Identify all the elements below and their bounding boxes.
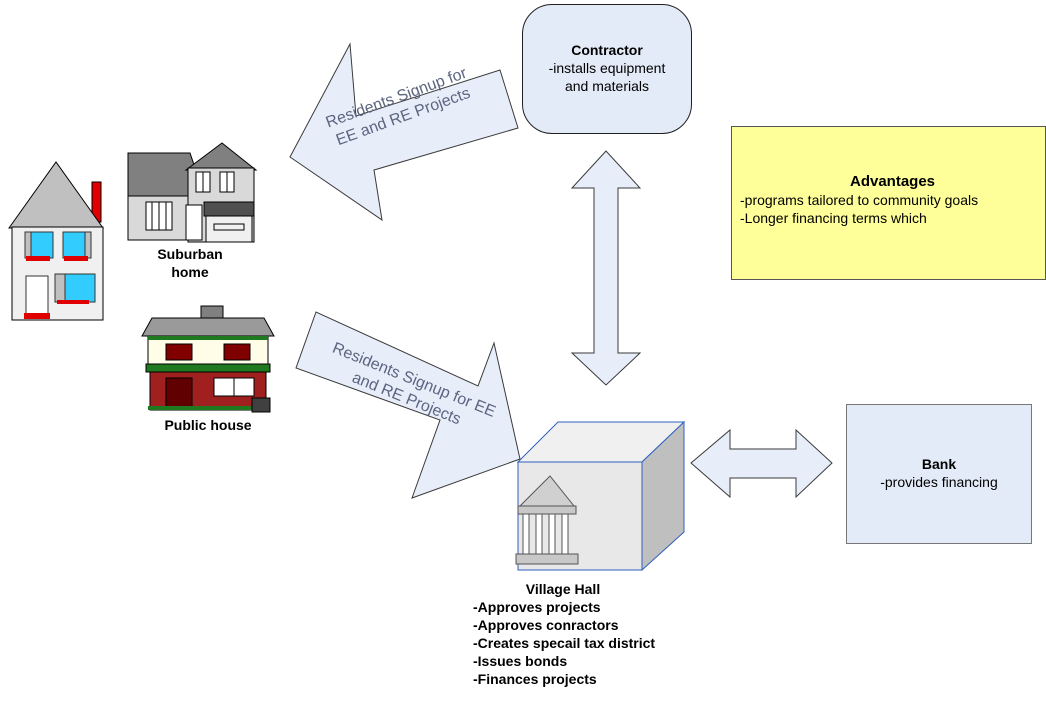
left-house-icon <box>8 161 104 321</box>
advantages-box: Advantages -programs tailored to communi… <box>731 126 1046 280</box>
signup-arrow-bottom <box>295 311 521 499</box>
village-hall-icon <box>515 420 686 572</box>
bank-line-1: -provides financing <box>880 474 998 490</box>
bank-title: Bank <box>921 456 957 472</box>
advantages-line-2: -Longer financing terms which <box>740 210 927 226</box>
village-hall-line-4: -Issues bonds <box>473 653 568 669</box>
advantages-title: Advantages <box>849 173 936 190</box>
village-hall-line-3: -Creates specail tax district <box>473 635 656 651</box>
contractor-line-2: and materials <box>564 78 650 94</box>
contractor-title: Contractor <box>571 42 643 58</box>
village-hall-line-5: -Finances projects <box>473 671 597 687</box>
public-house-icon <box>141 305 275 413</box>
suburban-label-line-2: home <box>171 264 209 280</box>
hall-bank-arrow <box>690 428 833 499</box>
contractor-hall-arrow <box>570 150 642 386</box>
advantages-line-1: -programs tailored to community goals <box>740 192 979 208</box>
village-hall-title: Village Hall <box>525 581 601 597</box>
bank-box: Bank -provides financing <box>846 404 1032 544</box>
village-hall-line-2: -Approves conractors <box>473 617 619 633</box>
public-house-label: Public house <box>164 417 252 433</box>
suburban-house-icon <box>127 142 258 243</box>
suburban-home-label: Suburban home <box>140 245 240 281</box>
village-hall-line-1: -Approves projects <box>473 599 601 615</box>
contractor-box: Contractor -installs equipment and mater… <box>522 4 692 134</box>
signup-arrow-top <box>289 42 519 222</box>
suburban-label-line-1: Suburban <box>157 246 223 262</box>
village-hall-text: Village Hall -Approves projects -Approve… <box>473 580 733 688</box>
contractor-line-1: -installs equipment <box>548 60 666 76</box>
